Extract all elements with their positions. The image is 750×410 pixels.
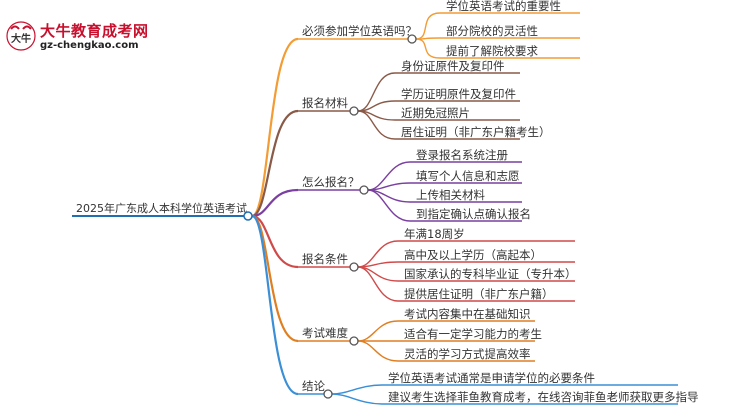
leaf-connector [367, 182, 411, 191]
branch-topic-2[interactable]: 报名材料 [302, 96, 348, 110]
branch-collapse-dot[interactable] [349, 106, 359, 116]
branch-topic-4[interactable]: 报名条件 [302, 252, 348, 266]
branch-topic-3[interactable]: 怎么报名？ [302, 175, 360, 189]
branch-collapse-dot[interactable] [323, 389, 333, 399]
leaf-connector [357, 240, 399, 268]
leaf-connector [357, 110, 396, 140]
leaf-topic[interactable]: 适合有一定学习能力的考生 [404, 327, 542, 341]
branch-connector [251, 109, 299, 218]
leaf-topic[interactable]: 高中及以上学历（高起本） [404, 248, 542, 262]
leaf-topic[interactable]: 考试内容集中在基础知识 [404, 307, 531, 321]
root-topic: 2025年广东成人本科学位英语考试 [76, 201, 247, 215]
leaf-topic[interactable]: 提前了解院校要求 [446, 44, 538, 58]
branch-topic-1[interactable]: 必须参加学位英语吗？ [302, 24, 417, 38]
leaf-connector [357, 72, 396, 112]
branch-connector [251, 214, 299, 343]
branch-topic-6[interactable]: 结论 [302, 379, 325, 393]
leaf-connector [331, 384, 383, 395]
site-name: 大牛教育成考网 [40, 22, 149, 40]
leaf-topic[interactable]: 部分院校的灵活性 [446, 24, 538, 38]
branch-connector [251, 188, 299, 218]
leaf-topic[interactable]: 登录报名系统注册 [416, 148, 508, 162]
leaf-connector [357, 340, 399, 362]
leaf-topic[interactable]: 到指定确认点确认报名 [416, 207, 531, 221]
leaf-topic[interactable]: 提供居住证明（非广东户籍） [404, 287, 554, 301]
leaf-topic[interactable]: 居住证明（非广东户籍考生） [401, 125, 551, 139]
leaf-topic[interactable]: 填写个人信息和志愿 [416, 169, 520, 183]
branch-collapse-dot[interactable] [349, 336, 359, 346]
branch-connector [251, 37, 299, 218]
leaf-connector [357, 320, 399, 342]
leaf-topic[interactable]: 身份证原件及复印件 [401, 59, 505, 73]
leaf-topic[interactable]: 近期免冠照片 [401, 106, 470, 120]
branch-collapse-dot[interactable] [407, 34, 417, 44]
ox-logo-icon: 大牛 [6, 20, 36, 52]
branch-topic-5[interactable]: 考试难度 [302, 326, 348, 340]
leaf-topic[interactable]: 学位英语考试的重要性 [446, 0, 561, 13]
leaf-topic[interactable]: 建议考生选择菲鱼教育成考，在线咨询菲鱼老师获取更多指导 [388, 390, 699, 404]
leaf-connector [367, 189, 411, 222]
root-connector-dot [243, 211, 253, 221]
branch-connector [251, 214, 299, 396]
leaf-connector [357, 266, 399, 302]
branch-collapse-dot[interactable] [359, 185, 369, 195]
leaf-connector [331, 393, 383, 405]
site-url: gz-chengkao.com [40, 40, 139, 51]
leaf-connector [415, 12, 441, 40]
leaf-connector [357, 261, 399, 268]
svg-text:大牛: 大牛 [11, 32, 31, 45]
branch-collapse-dot[interactable] [349, 262, 359, 272]
leaf-topic[interactable]: 上传相关材料 [416, 188, 485, 202]
site-logo[interactable]: 大牛 大牛教育成考网 gz-chengkao.com [6, 18, 166, 58]
branch-connector [251, 214, 299, 269]
leaf-topic[interactable]: 灵活的学习方式提高效率 [404, 347, 531, 361]
leaf-connector [415, 38, 441, 59]
leaf-topic[interactable]: 国家承认的专科毕业证（专升本） [404, 267, 577, 281]
leaf-topic[interactable]: 学位英语考试通常是申请学位的必要条件 [388, 371, 595, 385]
leaf-topic[interactable]: 学历证明原件及复印件 [401, 87, 516, 101]
leaf-topic[interactable]: 年满18周岁 [404, 227, 465, 241]
